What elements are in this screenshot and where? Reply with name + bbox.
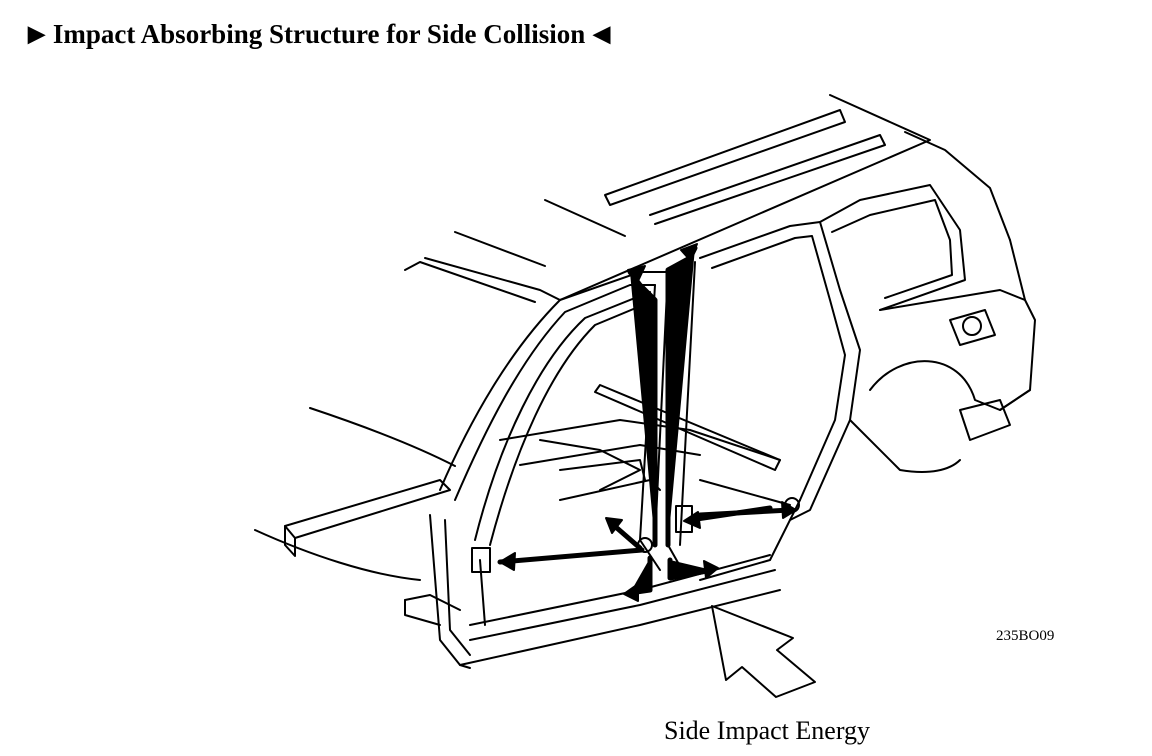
figure-code: 235BO09: [996, 628, 1055, 644]
side-impact-caption: Side Impact Energy: [664, 716, 871, 745]
triangle-right-icon: ▶: [28, 21, 45, 46]
title-text: Impact Absorbing Structure for Side Coll…: [52, 19, 586, 49]
roof-panel: [404, 94, 1011, 303]
front-door-opening: [429, 267, 691, 669]
load-path-arrows: [497, 243, 797, 602]
rear-quarter-panel: [819, 184, 1036, 473]
triangle-left-icon: ◀: [593, 21, 611, 46]
hood-outline: [254, 407, 456, 581]
large-hollow-arrow-icon: [711, 605, 816, 698]
side-sill: [404, 554, 781, 666]
pillar-brackets: [471, 497, 800, 573]
page-title: ▶ Impact Absorbing Structure for Side Col…: [28, 14, 610, 54]
rear-door-opening: [699, 221, 861, 581]
